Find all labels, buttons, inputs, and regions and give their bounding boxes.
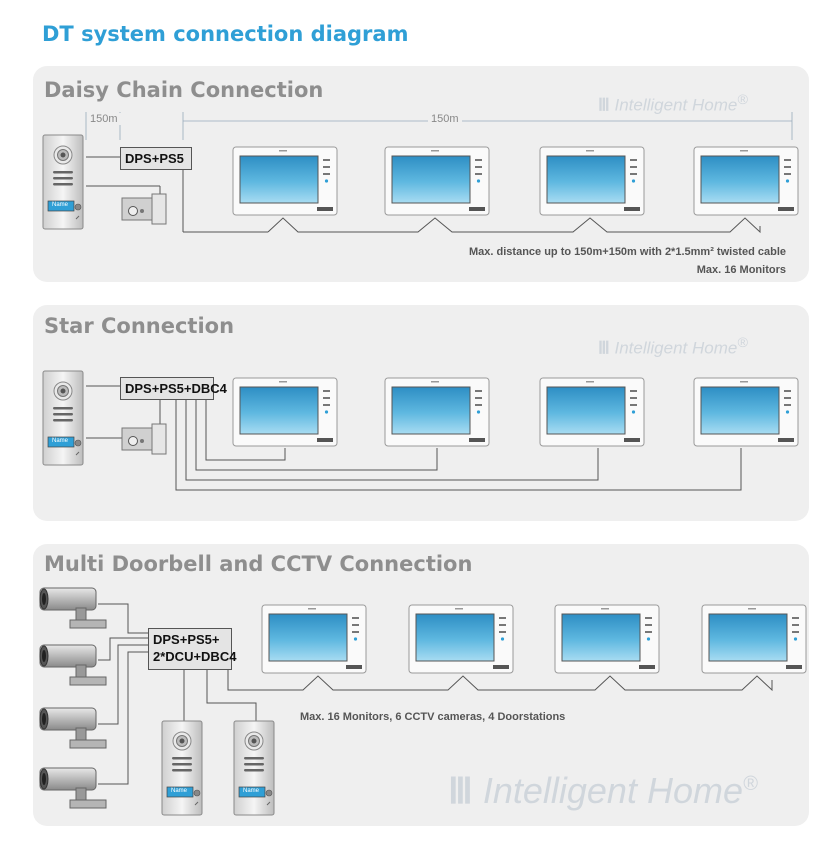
- daisy-note-line2: Max. 16 Monitors: [696, 264, 786, 276]
- doorstation-name-label-1: Name: [52, 202, 69, 208]
- controller-box-multi: DPS+PS5+ 2*DCU+DBC4: [148, 628, 237, 670]
- diagram-title: DT system connection diagram: [42, 22, 409, 46]
- doorstation-name-label-3: Name: [171, 788, 188, 794]
- watermark-3: Ⅲ Intelligent Home®: [448, 770, 758, 811]
- watermark-2: Ⅲ Intelligent Home®: [598, 335, 748, 358]
- daisy-note-line1: Max. distance up to 150m+150m with 2*1.5…: [469, 246, 786, 258]
- controller-multi-line1: DPS+PS5+: [153, 632, 220, 647]
- multi-note: Max. 16 Monitors, 6 CCTV cameras, 4 Door…: [300, 711, 566, 723]
- controller-box-daisy: DPS+PS5: [120, 147, 192, 170]
- distance-label-right: 150m: [428, 113, 462, 125]
- distance-label-left: 150m: [87, 113, 121, 125]
- section-title-daisy: Daisy Chain Connection: [44, 78, 324, 102]
- doorstation-name-label-2: Name: [52, 438, 69, 444]
- controller-multi-line2: 2*DCU+DBC4: [153, 649, 237, 664]
- section-title-star: Star Connection: [44, 314, 235, 338]
- doorstation-name-label-4: Name: [243, 788, 260, 794]
- controller-box-star: DPS+PS5+DBC4: [120, 377, 227, 400]
- section-title-multi: Multi Doorbell and CCTV Connection: [44, 552, 473, 576]
- watermark-1: Ⅲ Intelligent Home®: [598, 92, 748, 115]
